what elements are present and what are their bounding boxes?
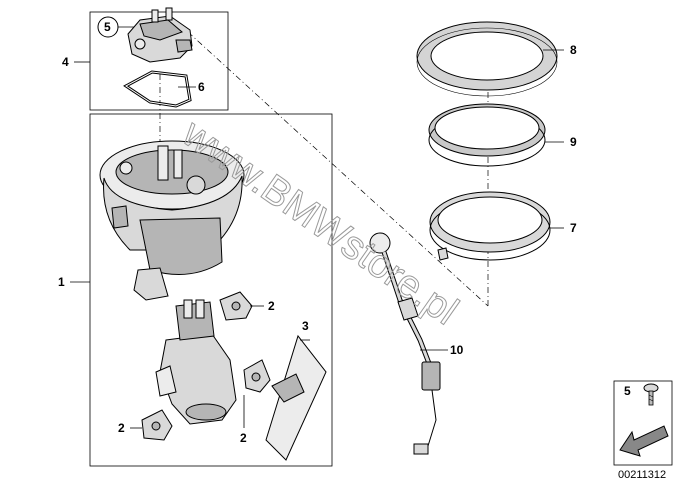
frame-assembly-4 — [89, 11, 229, 111]
clip-part-2a — [219, 291, 253, 321]
label-4: 4 — [62, 55, 69, 69]
label-1: 1 — [58, 275, 65, 289]
screw-icon — [643, 383, 659, 406]
label-10: 10 — [450, 343, 464, 357]
legend-label-5: 5 — [624, 384, 631, 398]
label-8: 8 — [570, 43, 577, 57]
assembly-line-diagonal — [187, 31, 489, 307]
label-5: 5 — [104, 20, 111, 34]
pump-part-1-lower — [155, 299, 237, 425]
clip-part-2b — [243, 359, 271, 393]
ring-part-9 — [428, 103, 546, 167]
label-2a: 2 — [268, 299, 275, 313]
ring-part-7 — [429, 191, 551, 261]
leader-lines — [70, 26, 564, 429]
level-sender-part-10 — [369, 232, 441, 455]
ring-part-8 — [416, 21, 558, 97]
clip-part-2c — [141, 409, 173, 441]
frame-assembly-1 — [89, 113, 333, 467]
label-7: 7 — [570, 221, 577, 235]
label-2b: 2 — [118, 421, 125, 435]
label-6: 6 — [198, 80, 205, 94]
gasket-part-6 — [123, 70, 192, 108]
label-9: 9 — [570, 135, 577, 149]
label-5-circle — [97, 16, 119, 38]
legend-frame — [613, 380, 673, 466]
label-3: 3 — [302, 319, 309, 333]
reference-number: 00211312 — [618, 469, 666, 481]
label-2c: 2 — [240, 431, 247, 445]
strip-part-3 — [265, 334, 327, 461]
arrow-icon — [619, 425, 669, 457]
fuel-pump-housing-part-1 — [99, 140, 245, 301]
cover-part-4 — [127, 7, 193, 63]
